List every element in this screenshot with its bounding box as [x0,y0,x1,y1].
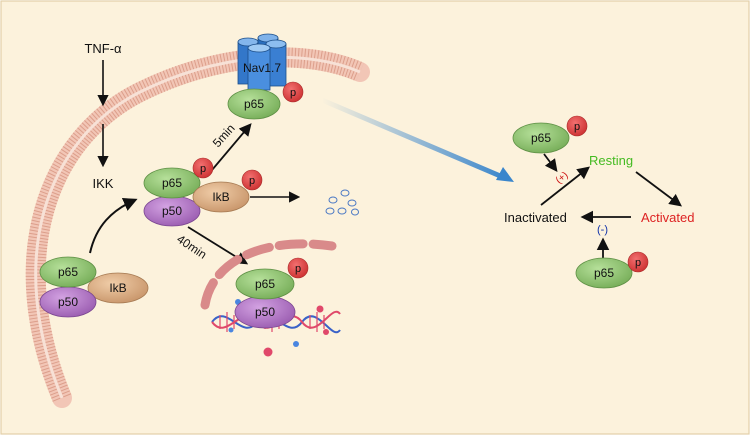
p50-left-label: p50 [58,295,78,309]
blue-arrowhead [496,167,514,182]
phospho-resting-input-label: p [574,121,580,133]
blue-transition-arrow [321,97,506,181]
p65-p50-ikb-complex-phosphorylated: p50 p65 IkB p p [143,157,263,227]
p50-nucleus-label: p50 [255,305,275,319]
p65-membrane-node [227,88,281,120]
p65-p50-ikb-complex-inactive: IkB p50 p65 [39,256,149,318]
phospho-p65-middle [192,157,214,179]
p65-middle-label: p65 [162,176,182,190]
p65-nucleus-label: p65 [255,277,275,291]
cell-membrane [25,47,370,408]
p50-middle-label: p50 [162,204,182,218]
degraded-fragments [325,189,359,216]
p65-middle-node [143,167,201,199]
phospho-p65-middle-label: p [200,163,206,175]
ikk-label: IKK [93,176,114,191]
phospho-membrane-label: p [290,87,296,99]
nav17-label: Nav1.7 [243,61,281,75]
to-membrane-arrow [211,123,252,171]
ikb-left-node [87,272,149,304]
ikb-left-label: IkB [109,281,126,295]
phospho-membrane [282,81,304,103]
inactivated-to-resting-arrow [540,166,590,206]
p65-activated-input-node [575,257,633,289]
resting-to-activated-arrow [635,171,683,207]
complex-to-ikb-arrow [89,198,138,254]
p65-nucleus-node [235,268,295,300]
negative-modulation-label: (-) [597,224,608,236]
phospho-activated-input [627,251,649,273]
resting-state-label: Resting [589,153,633,168]
p65-resting-input-label: p65 [531,131,551,145]
phospho-resting-input [566,115,588,137]
p65-left-node [39,256,97,288]
phospho-activated-input-label: p [635,257,641,269]
p65-to-transition-arrow [543,153,558,173]
phospho-nucleus-label: p [295,263,301,275]
activated-state-label: Activated [641,210,694,225]
p65-membrane-label: p65 [244,97,264,111]
p65-left-label: p65 [58,265,78,279]
phospho-ikb-middle-label: p [249,175,255,187]
nucleus-boundary [200,239,337,310]
nuclear-particles [228,299,329,357]
phospho-ikb-middle [241,169,263,191]
tnf-alpha-label: TNF-α [84,41,122,56]
phospho-nucleus [287,257,309,279]
p65-activated-input-label: p65 [594,266,614,280]
ikb-middle-node [192,181,250,213]
p65-resting-input-node [512,122,570,154]
ikb-middle-label: IkB [212,190,229,204]
nav17-channel: Nav1.7 [237,33,287,91]
inactivated-state-label: Inactivated [504,210,567,225]
